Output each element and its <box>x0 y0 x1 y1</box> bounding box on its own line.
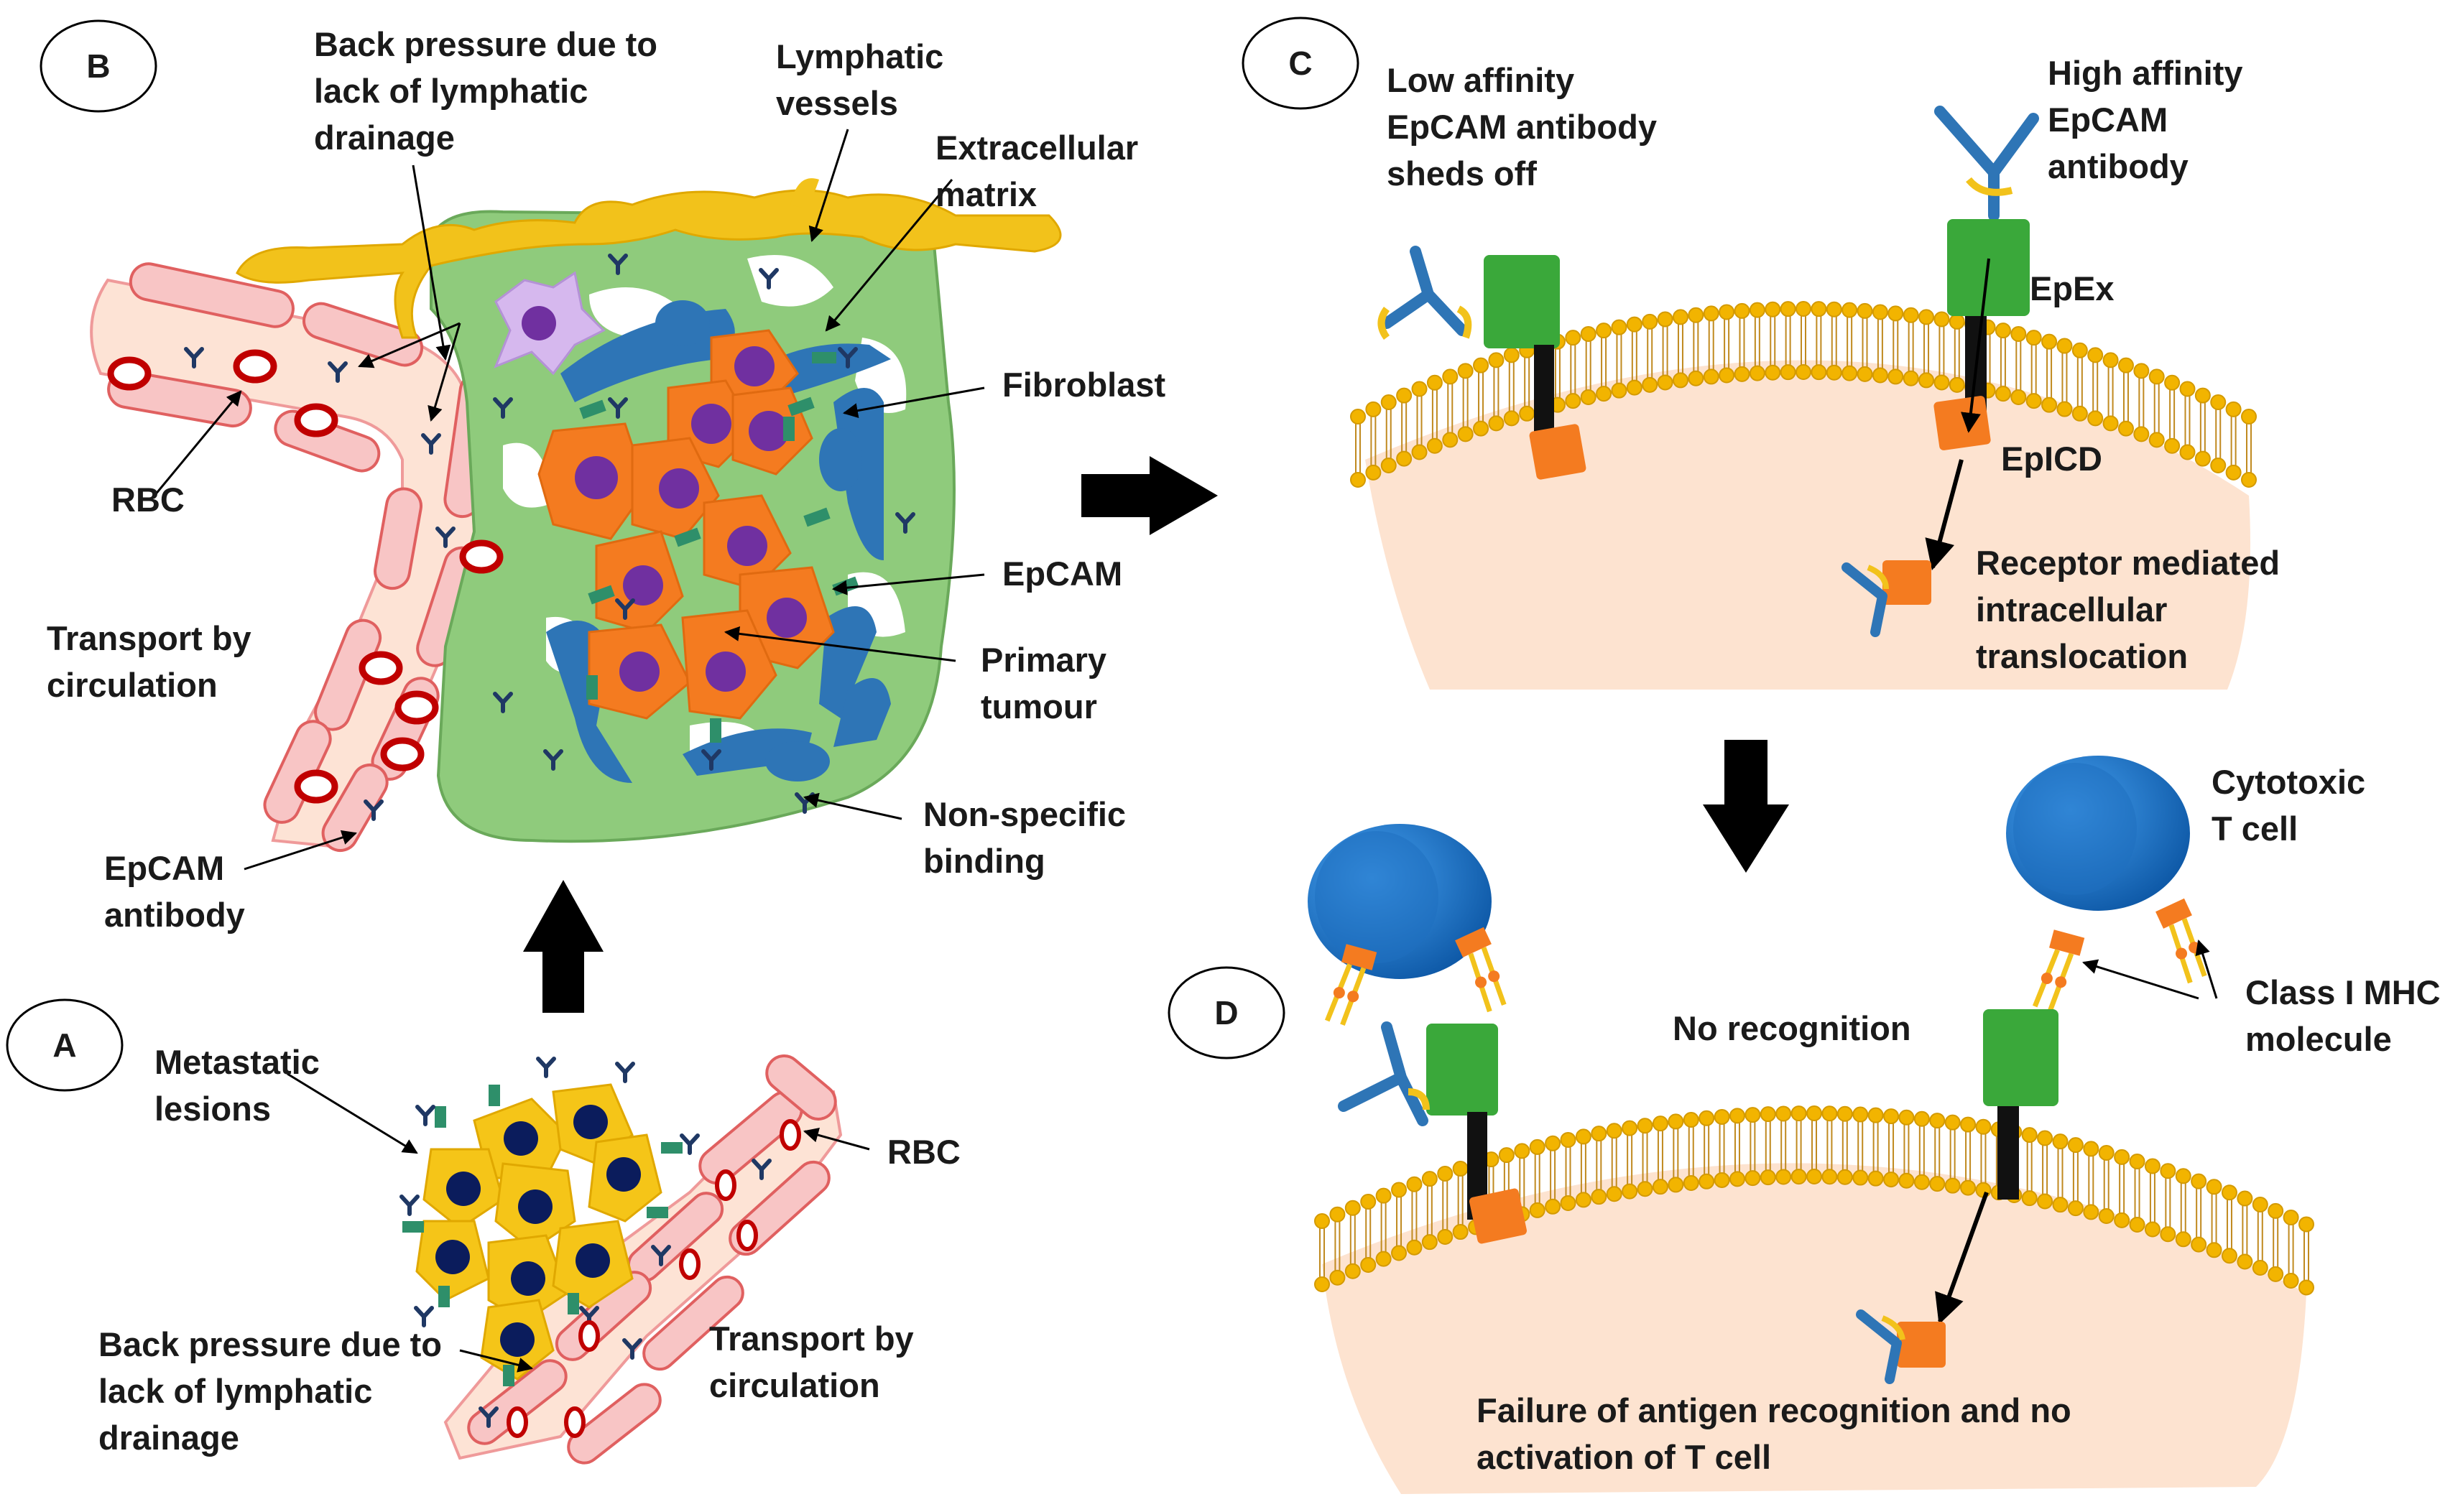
epcam-receptor-left <box>1377 246 1586 480</box>
panel-b <box>90 178 1062 853</box>
internalized-complex <box>1841 459 1964 637</box>
panel-label-c: C <box>1288 45 1312 82</box>
panel-circle-c <box>1242 17 1359 110</box>
label-extracellular-matrix: Extracellular matrix <box>935 129 1147 213</box>
label-lymphatic-vessels: Lymphatic vessels <box>776 37 953 122</box>
label-failure-of-recognition: Failure of antigen recognition and no ac… <box>1477 1391 2081 1476</box>
label-low-affinity: Low affinity EpCAM antibody sheds off <box>1387 61 1666 193</box>
panel-letters: B A C D <box>6 17 1359 1092</box>
label-epcam: EpCAM <box>1002 555 1122 593</box>
panel-c <box>1350 106 2257 690</box>
label-non-specific-binding: Non-specific binding <box>923 795 1135 880</box>
t-cell-right <box>2006 756 2217 1014</box>
label-back-pressure-b: Back pressure due to lack of lymphatic d… <box>314 25 667 157</box>
panel-a <box>402 1054 843 1465</box>
arrow-right <box>1081 456 1218 535</box>
panel-circle-b <box>40 19 157 113</box>
cell-membrane-d <box>1314 1105 2314 1296</box>
label-class-i-mhc: Class I MHC molecule <box>2245 973 2440 1058</box>
lymphatic-vessels <box>236 189 1062 339</box>
label-high-affinity: High affinity EpCAM antibody <box>2048 54 2252 185</box>
label-receptor-mediated: Receptor mediated intracellular transloc… <box>1976 544 2289 675</box>
panel-label-a: A <box>52 1026 76 1064</box>
panel-label-b: B <box>86 47 110 85</box>
panel-label-d: D <box>1214 994 1238 1031</box>
label-no-recognition: No recognition <box>1673 1009 1911 1047</box>
label-rbc-b: RBC <box>111 481 185 519</box>
label-primary-tumour: Primary tumour <box>981 641 1116 725</box>
arrow-up <box>523 880 604 1013</box>
primary-tumour-cells <box>537 329 835 720</box>
label-epex: EpEx <box>2030 269 2115 307</box>
label-back-pressure-a: Back pressure due to lack of lymphatic d… <box>98 1325 451 1457</box>
flow-arrows <box>523 456 1789 1013</box>
label-metastatic-lesions: Metastatic lesions <box>154 1043 329 1128</box>
label-epcam-antibody: EpCAM antibody <box>104 849 245 934</box>
rbcs-a <box>507 1119 801 1438</box>
cell-cytoplasm-c <box>1365 360 2250 690</box>
label-transport-b: Transport by circulation <box>47 619 261 704</box>
cell-cytoplasm-d <box>1322 1163 2306 1494</box>
t-cell-left <box>1308 824 1517 1029</box>
label-epicd: EpICD <box>2001 440 2102 478</box>
pointer-lines <box>153 129 2218 1373</box>
label-cytotoxic-t-cell: Cytotoxic T cell <box>2212 763 2375 848</box>
shed-antibody <box>1381 246 1468 336</box>
arrow-down <box>1703 740 1789 873</box>
label-fibroblast: Fibroblast <box>1002 366 1166 404</box>
epcam-receptor-right <box>1933 106 2039 450</box>
blood-vessel-b <box>90 278 476 850</box>
panel-d <box>1308 756 2314 1494</box>
epcam-receptor-d-left <box>1338 1021 1527 1244</box>
panel-circle-d <box>1168 966 1285 1059</box>
vessel-wall-cells-a <box>467 1054 837 1465</box>
label-rbc-a: RBC <box>887 1133 961 1171</box>
epcam-receptor-d-right <box>1856 1009 2058 1384</box>
epcam-markers <box>579 352 859 743</box>
labels: Back pressure due to lack of lymphatic d… <box>47 25 2440 1476</box>
panel-circle-a <box>6 998 124 1092</box>
label-transport-a: Transport by circulation <box>709 1319 923 1404</box>
